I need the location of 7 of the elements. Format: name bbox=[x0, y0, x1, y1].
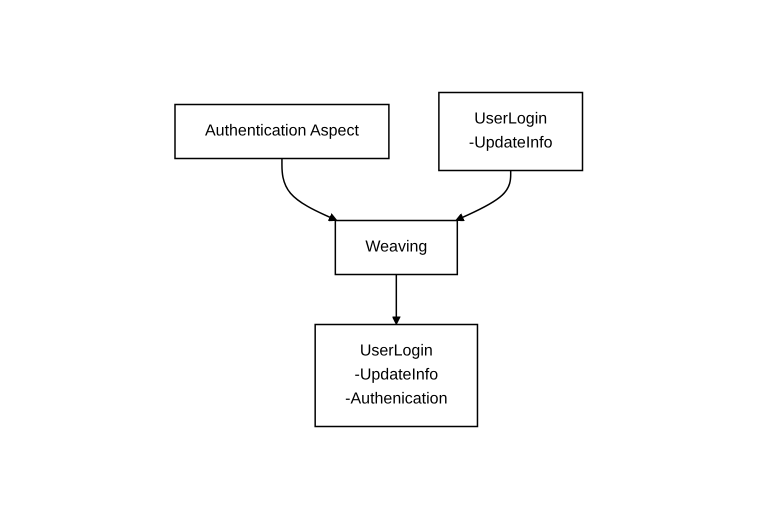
node-box: UserLogin -UpdateInfo bbox=[438, 92, 583, 172]
arrow bbox=[280, 158, 338, 222]
node-box: Authentication Aspect bbox=[174, 104, 390, 160]
arrow bbox=[455, 170, 512, 222]
node-box: Weaving bbox=[334, 220, 458, 276]
node-box: UserLogin -UpdateInfo -Authenication bbox=[314, 324, 478, 428]
arrow bbox=[392, 274, 400, 325]
